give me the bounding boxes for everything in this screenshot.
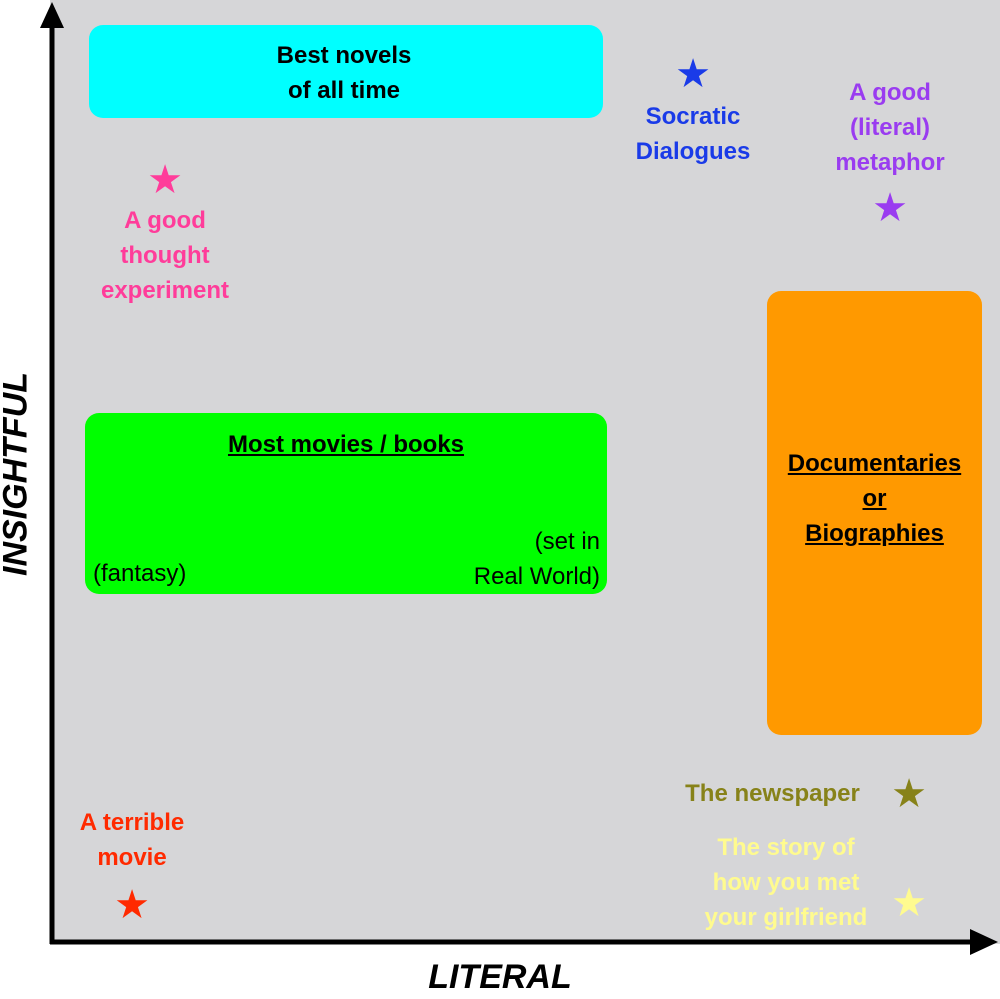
region-most-movies-title: Most movies / books [227, 431, 465, 458]
label-terrible-movie: A terrible movie [79, 809, 185, 871]
star-icon: ★ [891, 772, 927, 816]
label-socratic-dialogues: Socratic Dialogues [635, 103, 751, 165]
y-axis-arrowhead [40, 2, 64, 28]
label-newspaper: The newspaper [685, 780, 860, 807]
region-best-novels [89, 25, 603, 118]
y-axis-label: INSIGHTFUL [0, 372, 35, 576]
region-documentaries-label: Documentaries or Biographies [787, 450, 962, 547]
region-most-movies-real-world-note: (set in Real World) [473, 528, 600, 590]
label-literal-metaphor: A good (literal) metaphor [835, 79, 945, 176]
region-most-movies [85, 413, 607, 594]
region-best-novels-label: Best novels of all time [276, 42, 412, 104]
region-documentaries [767, 291, 982, 735]
star-icon: ★ [114, 883, 150, 927]
star-icon: ★ [675, 52, 711, 96]
star-icon: ★ [891, 881, 927, 925]
star-icon: ★ [147, 158, 183, 202]
star-icon: ★ [872, 186, 908, 230]
label-thought-experiment: A good thought experiment [100, 207, 230, 304]
x-axis-arrowhead [970, 929, 998, 955]
label-girlfriend-story: The story of how you met your girlfriend [704, 834, 868, 931]
x-axis-label: LITERAL [428, 958, 572, 996]
region-most-movies-fantasy-note: (fantasy) [93, 560, 187, 587]
